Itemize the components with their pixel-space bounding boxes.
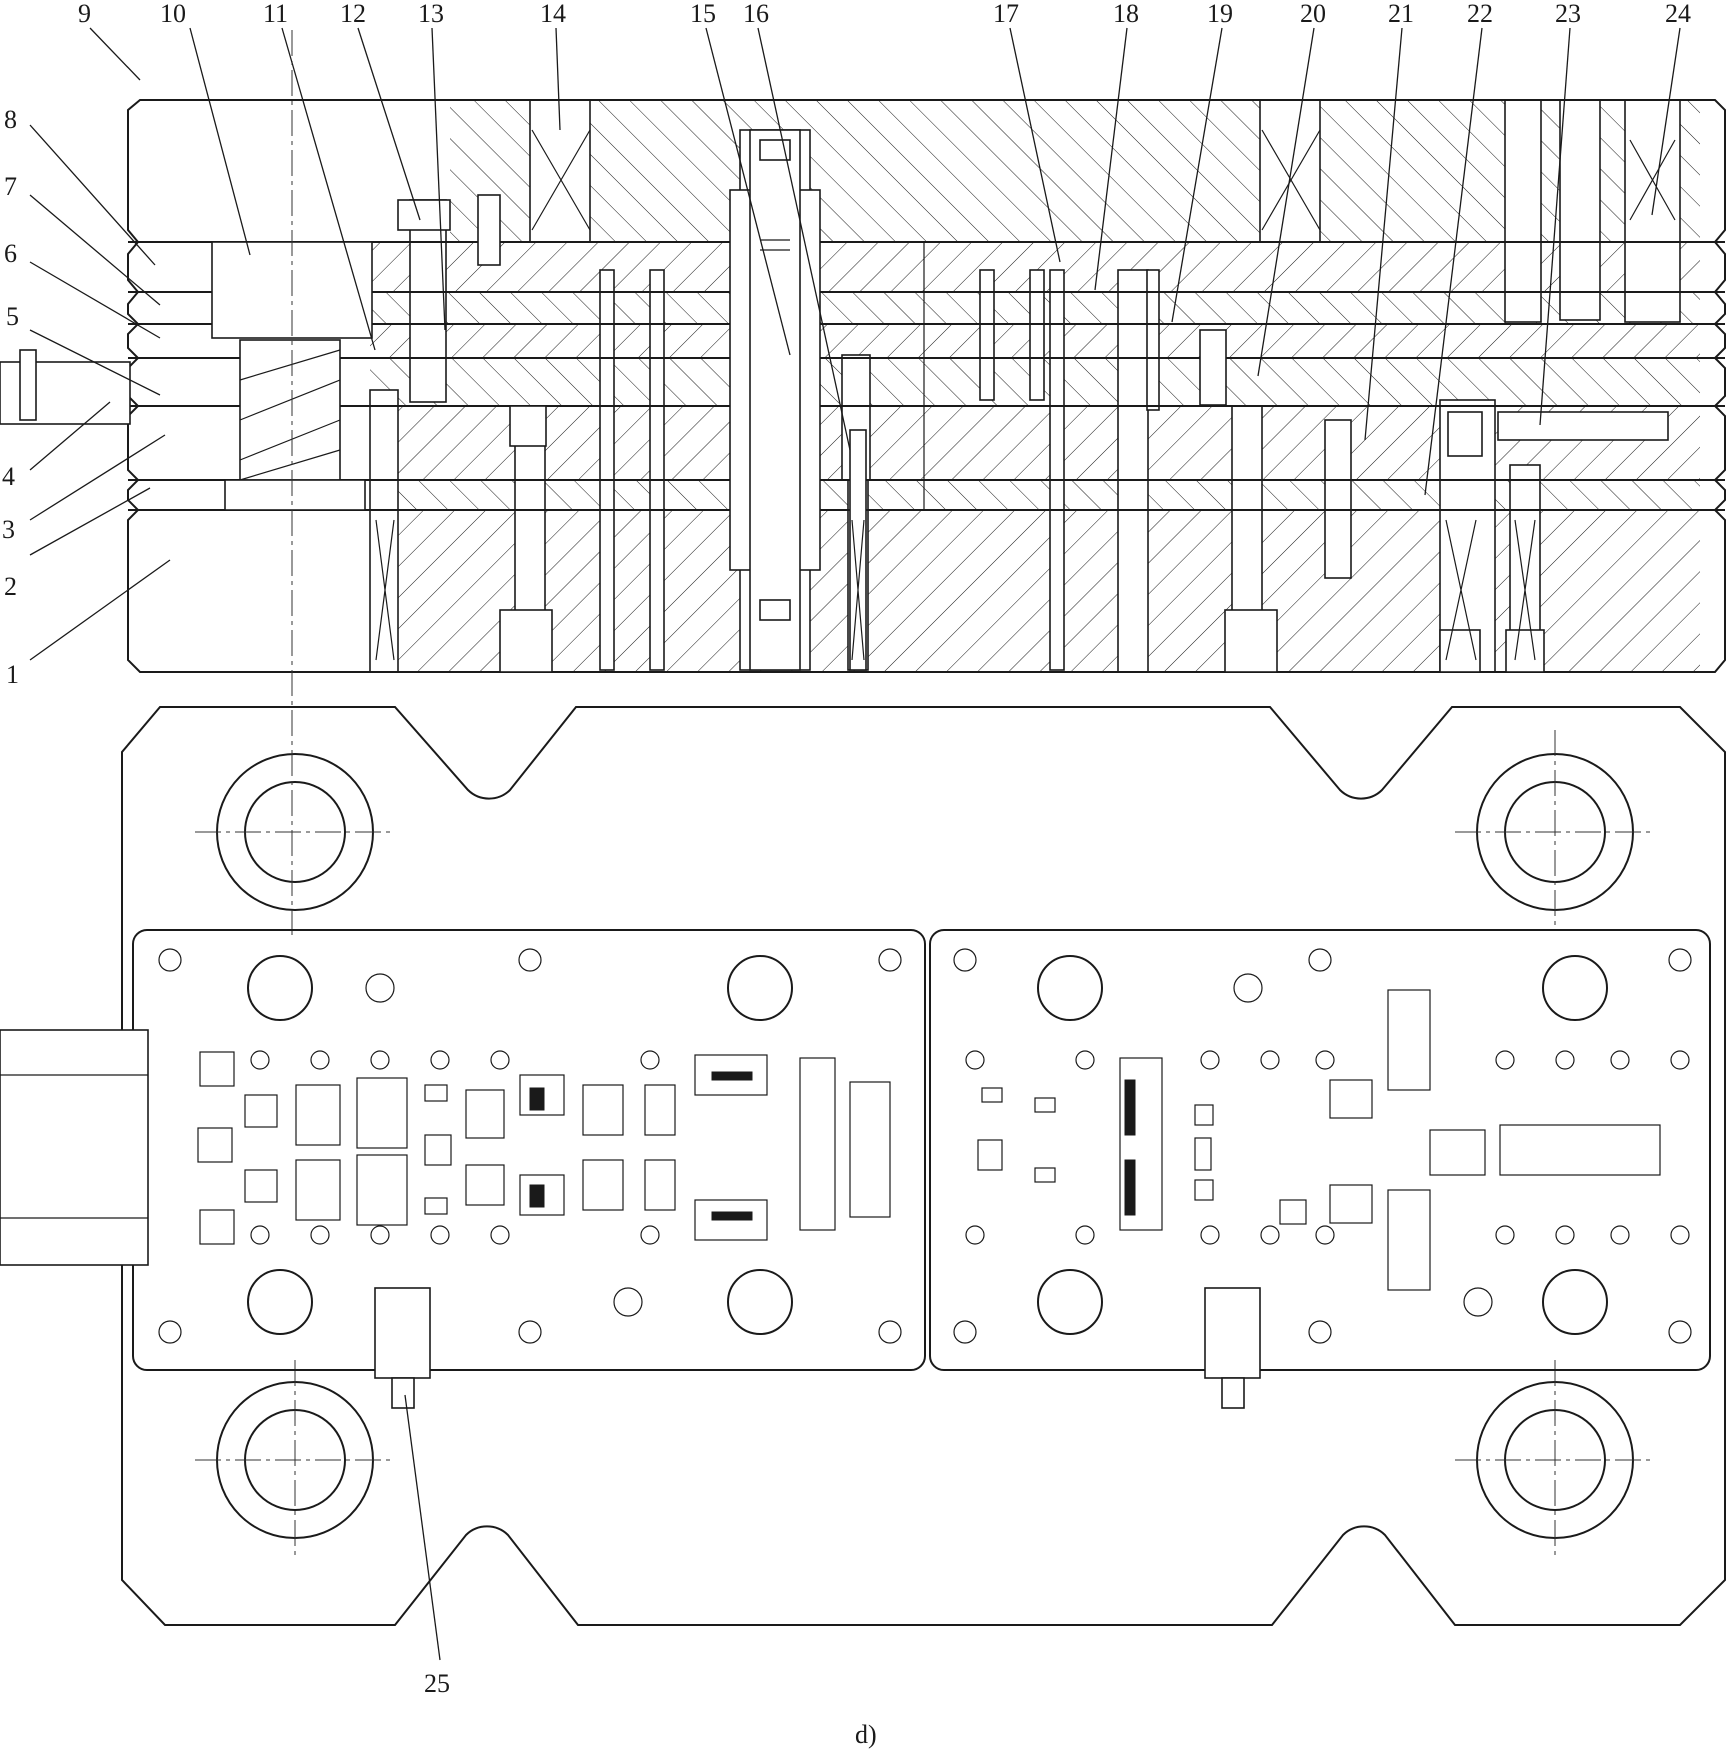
callout-3: 3: [2, 515, 15, 544]
callout-21: 21: [1388, 0, 1414, 28]
plan-view: [0, 30, 1726, 1626]
callout-10: 10: [160, 0, 186, 28]
callout-labels: 9 10 11 12 13 14 15 16 17 18 19 20 21 22…: [2, 0, 1691, 1749]
callout-2: 2: [4, 572, 17, 601]
callout-16: 16: [743, 0, 769, 28]
callout-19: 19: [1207, 0, 1233, 28]
leader-lines: [29, 27, 1681, 1661]
callout-5: 5: [6, 302, 19, 331]
callout-22: 22: [1467, 0, 1493, 28]
callout-13: 13: [418, 0, 444, 28]
callout-20: 20: [1300, 0, 1326, 28]
callout-4: 4: [2, 462, 15, 491]
callout-25: 25: [424, 1669, 450, 1698]
callout-8: 8: [4, 105, 17, 134]
callout-12: 12: [340, 0, 366, 28]
callout-15: 15: [690, 0, 716, 28]
callout-23: 23: [1555, 0, 1581, 28]
callout-6: 6: [4, 239, 17, 268]
callout-11: 11: [263, 0, 288, 28]
callout-18: 18: [1113, 0, 1139, 28]
callout-1: 1: [6, 660, 19, 689]
figure-caption: d): [855, 1720, 877, 1749]
section-view: [0, 99, 1726, 673]
callout-7: 7: [4, 172, 17, 201]
callout-9: 9: [78, 0, 91, 28]
callout-17: 17: [993, 0, 1019, 28]
callout-24: 24: [1665, 0, 1691, 28]
callout-14: 14: [540, 0, 566, 28]
